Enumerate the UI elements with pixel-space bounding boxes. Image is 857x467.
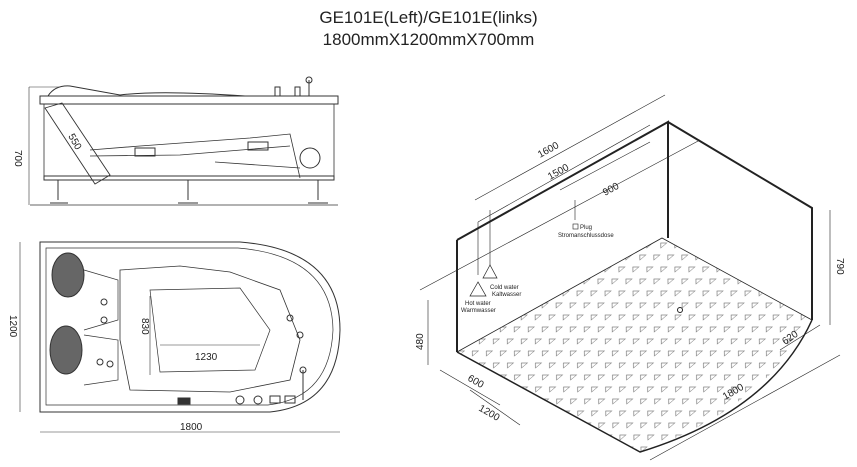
iso-790-label: 790 xyxy=(834,258,845,275)
iso-1200-label: 1200 xyxy=(477,403,502,424)
hot-water-label-de: Warmwasser xyxy=(461,308,496,314)
top-view xyxy=(19,241,341,433)
top-inner-length-label: 1230 xyxy=(195,352,218,363)
iso-view xyxy=(419,94,841,461)
top-inner-width-label: 830 xyxy=(139,318,150,335)
side-backrest-label: 550 xyxy=(65,132,83,152)
plug-label: Plug xyxy=(580,225,592,231)
hot-water-label: Hot water xyxy=(465,301,491,307)
iso-1600-label: 1600 xyxy=(536,140,561,161)
side-view xyxy=(28,76,339,206)
iso-600-label: 600 xyxy=(466,373,486,391)
iso-1500-label: 1500 xyxy=(546,162,571,183)
cold-water-label-de: Kaltwasser xyxy=(492,292,521,298)
iso-480-label: 480 xyxy=(415,333,426,350)
top-length-label: 1800 xyxy=(180,422,203,433)
title-dimensions: 1800mmX1200mmX700mm xyxy=(322,30,535,49)
side-height-label: 700 xyxy=(12,150,23,167)
cold-water-label: Cold water xyxy=(490,285,519,291)
title-model: GE101E(Left)/GE101E(links) xyxy=(319,8,538,27)
top-width-label: 1200 xyxy=(7,315,18,338)
plug-label-de: Stromanschlussdose xyxy=(558,233,614,239)
